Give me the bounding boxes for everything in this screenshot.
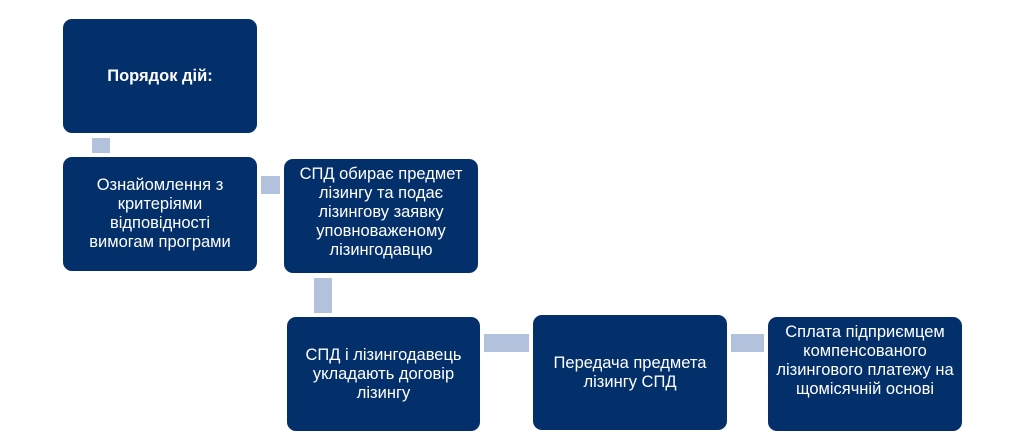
step-title-text: Порядок дій: xyxy=(107,66,213,85)
step-box-1: Ознайомлення з критеріями відповідності … xyxy=(63,157,257,271)
step-box-4: Передача предмета лізингу СПД xyxy=(533,315,727,430)
step-box-title: Порядок дій: xyxy=(63,19,257,133)
step-3-text: СПД і лізингодавець укладають договір лі… xyxy=(305,345,462,402)
connector xyxy=(92,138,110,153)
step-4-text: Передача предмета лізингу СПД xyxy=(553,353,707,391)
connector xyxy=(314,278,332,313)
step-box-5: Сплата підприємцем компенсованого лізинг… xyxy=(768,317,962,431)
connector xyxy=(261,176,280,194)
connector xyxy=(731,334,764,352)
step-5-text: Сплата підприємцем компенсованого лізинг… xyxy=(776,323,954,398)
step-1-text: Ознайомлення з критеріями відповідності … xyxy=(89,176,231,251)
step-box-2: СПД обирає предмет лізингу та подає лізи… xyxy=(284,159,478,273)
step-2-text: СПД обирає предмет лізингу та подає лізи… xyxy=(299,165,463,259)
connector xyxy=(484,334,529,352)
step-box-3: СПД і лізингодавець укладають договір лі… xyxy=(287,317,480,431)
